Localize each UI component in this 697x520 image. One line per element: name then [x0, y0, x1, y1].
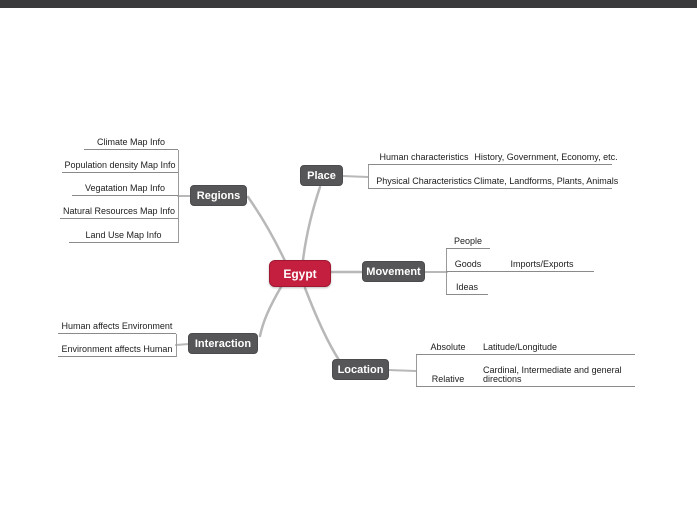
- leaf-environment-affects-human[interactable]: Environment affects Human: [58, 342, 176, 357]
- leaf-imports-exports[interactable]: Imports/Exports: [490, 257, 594, 272]
- leaf-relative[interactable]: Relative: [416, 372, 480, 387]
- leaf-climate-landforms-plants-animals[interactable]: Climate, Landforms, Plants, Animals: [474, 174, 618, 189]
- leaf-history-government-economy[interactable]: History, Government, Economy, etc.: [474, 150, 618, 165]
- leaf-land-use-map-info[interactable]: Land Use Map Info: [69, 228, 178, 243]
- curve-egypt-place: [301, 185, 322, 262]
- leaf-vegetation-map-info[interactable]: Vegatation Map Info: [72, 181, 178, 196]
- branch-node-interaction[interactable]: Interaction: [188, 333, 258, 354]
- branch-node-location[interactable]: Location: [332, 359, 389, 380]
- root-node-egypt[interactable]: Egypt: [269, 260, 331, 287]
- leaf-ideas[interactable]: Ideas: [446, 280, 488, 295]
- leaf-cardinal-intermediate-directions[interactable]: Cardinal, Intermediate and general direc…: [480, 361, 635, 387]
- leaf-population-density-map-info[interactable]: Population density Map Info: [62, 158, 178, 173]
- leaf-people[interactable]: People: [446, 234, 490, 249]
- leaf-latitude-longitude[interactable]: Latitude/Longitude: [480, 340, 635, 355]
- leaf-absolute[interactable]: Absolute: [416, 340, 480, 355]
- leaf-goods[interactable]: Goods: [446, 257, 490, 272]
- branch-node-place[interactable]: Place: [300, 165, 343, 186]
- connector-place-bracket: [341, 175, 369, 178]
- window-top-bar: [0, 0, 697, 8]
- leaf-climate-map-info[interactable]: Climate Map Info: [84, 135, 178, 150]
- connector-location-bracket: [387, 369, 417, 372]
- curve-egypt-regions: [246, 195, 287, 263]
- leaf-physical-characteristics[interactable]: Physical Characteristics: [368, 174, 480, 189]
- branch-node-regions[interactable]: Regions: [190, 185, 247, 206]
- leaf-natural-resources-map-info[interactable]: Natural Resources Map Info: [60, 204, 178, 219]
- curve-egypt-interaction: [258, 285, 283, 338]
- leaf-human-affects-environment[interactable]: Human affects Environment: [58, 319, 176, 334]
- branch-node-movement[interactable]: Movement: [362, 261, 425, 282]
- curve-egypt-location: [303, 286, 341, 362]
- connector-interaction-bracket: [175, 343, 190, 346]
- leaf-human-characteristics[interactable]: Human characteristics: [368, 150, 480, 165]
